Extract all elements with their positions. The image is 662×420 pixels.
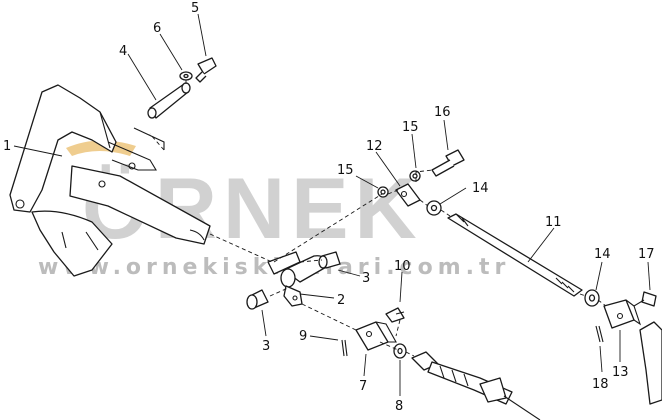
washer-part-15-left: [377, 186, 389, 198]
rod-part-11: [447, 213, 583, 297]
lever-part-2: [267, 251, 329, 307]
cotter-pin-part-18: [595, 325, 604, 343]
callout-15-right: 15: [402, 120, 419, 135]
callout-18: 18: [592, 377, 609, 392]
callout-3-upper: 3: [362, 271, 370, 286]
callout-15-left: 15: [337, 163, 354, 178]
callout-7: 7: [359, 379, 367, 394]
bracket-end: [639, 321, 662, 405]
callout-4: 4: [119, 44, 127, 59]
clevis-part-13: [603, 299, 642, 329]
callout-5: 5: [191, 1, 199, 16]
nut-part-8: [393, 343, 407, 359]
callout-14-lower: 14: [594, 247, 611, 262]
nut-part-14-upper: [426, 200, 442, 216]
callout-2: 2: [337, 293, 345, 308]
callout-6: 6: [153, 21, 161, 36]
watermark-accent-mark: [66, 140, 136, 156]
callout-11: 11: [545, 215, 562, 230]
bolt-part-17: [633, 291, 657, 307]
callout-16: 16: [434, 105, 451, 120]
callout-8: 8: [395, 399, 403, 414]
bolt-part-5: [195, 57, 217, 83]
bolt-part-10: [385, 307, 405, 323]
cotter-pin-part-9: [341, 339, 348, 357]
pin-part-4: [133, 82, 191, 150]
callout-3-lower: 3: [262, 339, 270, 354]
control-cable: [411, 351, 541, 420]
callout-12: 12: [366, 139, 383, 154]
callouts: 1 2 3 3 4 5 6 7 8 9 10 11 12 13 14 14 15…: [3, 1, 655, 414]
callout-1: 1: [3, 139, 11, 154]
assembly-lines: [149, 80, 607, 357]
bolt-part-16: [431, 149, 465, 177]
callout-14-upper: 14: [472, 181, 489, 196]
callout-17: 17: [638, 247, 655, 262]
washer-part-15-right: [409, 170, 421, 182]
nut-part-14-lower: [584, 289, 600, 307]
bushing-part-3-lower: [246, 289, 269, 310]
washer-part-6: [179, 71, 193, 81]
callout-9: 9: [299, 329, 307, 344]
callout-10: 10: [394, 259, 411, 274]
clevis-part-7: [355, 321, 397, 351]
bracket-part-1: [9, 84, 211, 277]
callout-13: 13: [612, 365, 629, 380]
bushing-part-3-upper: [318, 251, 341, 269]
leader-lines: [13, 13, 651, 396]
